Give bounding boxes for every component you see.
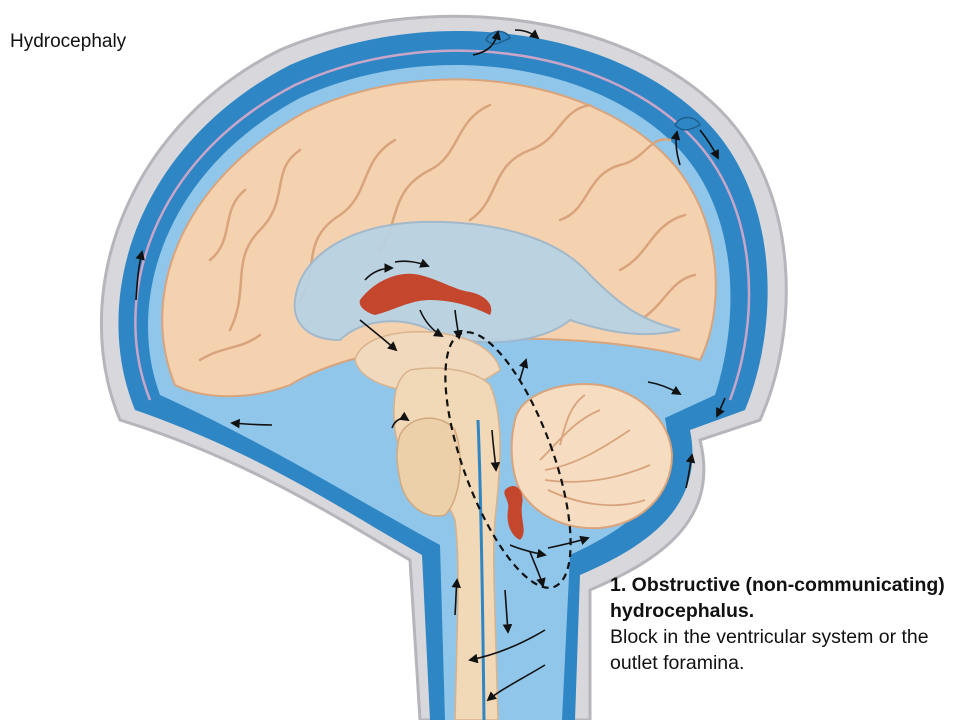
- obstruction-highlight: [444, 331, 572, 589]
- pons: [396, 417, 461, 517]
- choroid-plexus-fourth: [504, 485, 524, 540]
- csf-flow-arrows: [135, 29, 726, 702]
- choroid-plexus-lateral: [359, 273, 492, 315]
- slide-title: Hydrocephaly: [10, 31, 127, 52]
- dura-line: [134, 49, 751, 401]
- caption-heading: 1. Obstructive (non-communicating) hydro…: [610, 574, 945, 622]
- central-canal: [476, 419, 486, 720]
- caption-body: Block in the ventricular system or the o…: [610, 626, 929, 674]
- cerebellar-folia: [539, 394, 651, 507]
- caption-box: 1. Obstructive (non-communicating) hydro…: [610, 572, 955, 676]
- lateral-ventricle: [293, 220, 681, 344]
